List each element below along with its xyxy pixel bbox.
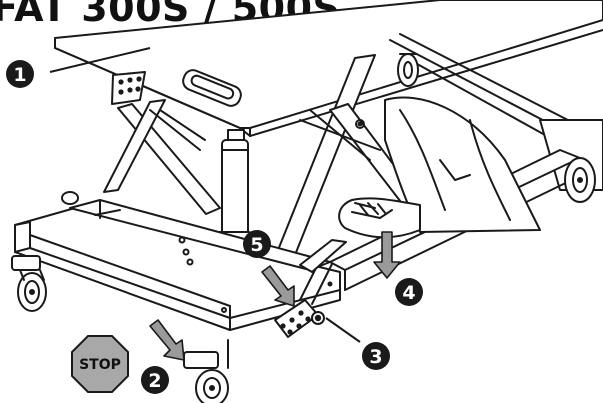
- callout-1: 1: [6, 60, 34, 88]
- rear-right-caster: [564, 157, 596, 203]
- callout-5-label: 5: [250, 234, 263, 256]
- callout-3: 3: [362, 342, 390, 370]
- diagonal-arrow-icon-pedal: [261, 265, 295, 307]
- table-platform: [54, 0, 603, 137]
- callout-3-label: 3: [369, 346, 382, 368]
- callout-2: 2: [141, 366, 169, 394]
- callout-5: 5: [243, 230, 271, 258]
- leader-line-3: [325, 317, 361, 343]
- front-right-caster: [183, 339, 229, 403]
- front-left-caster: [11, 255, 47, 312]
- small-side-caster: [61, 191, 79, 205]
- diagonal-arrow-icon-brake: [149, 319, 185, 361]
- callout-2-label: 2: [148, 370, 161, 392]
- release-lever: [299, 239, 347, 325]
- down-arrow-icon: [373, 231, 401, 279]
- stop-sign-label: STOP: [79, 357, 121, 373]
- leader-line-1: [49, 47, 151, 73]
- callout-4-label: 4: [402, 282, 415, 304]
- left-pedal-plate: [111, 71, 146, 105]
- scissor-arms-left: [103, 99, 221, 215]
- scissor-arms-right: [257, 54, 421, 306]
- callout-4: 4: [395, 278, 423, 306]
- stop-sign: STOP: [71, 335, 129, 393]
- handle-slot: [182, 69, 242, 107]
- callout-1-label: 1: [13, 64, 26, 86]
- rear-left-caster: [397, 53, 419, 87]
- operator-leg: [338, 96, 541, 239]
